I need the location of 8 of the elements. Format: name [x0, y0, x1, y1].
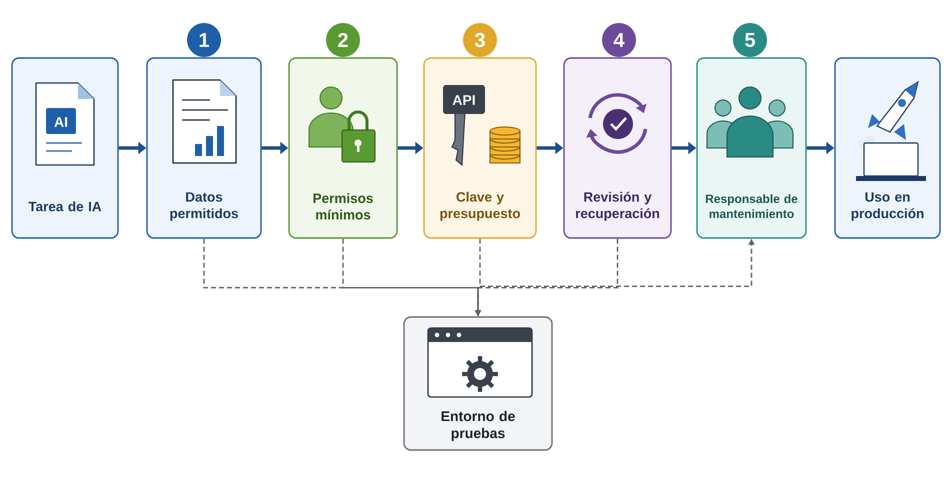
number-badge: 4	[602, 23, 636, 57]
icon-label: API	[452, 95, 475, 105]
number-badge: 5	[733, 23, 767, 57]
number-badge: 3	[463, 23, 497, 57]
number-badge: 1	[187, 23, 221, 57]
number-badge: 2	[326, 23, 360, 57]
icon-label: AI	[54, 117, 68, 127]
step-box: Revisión y recuperación	[563, 57, 672, 239]
